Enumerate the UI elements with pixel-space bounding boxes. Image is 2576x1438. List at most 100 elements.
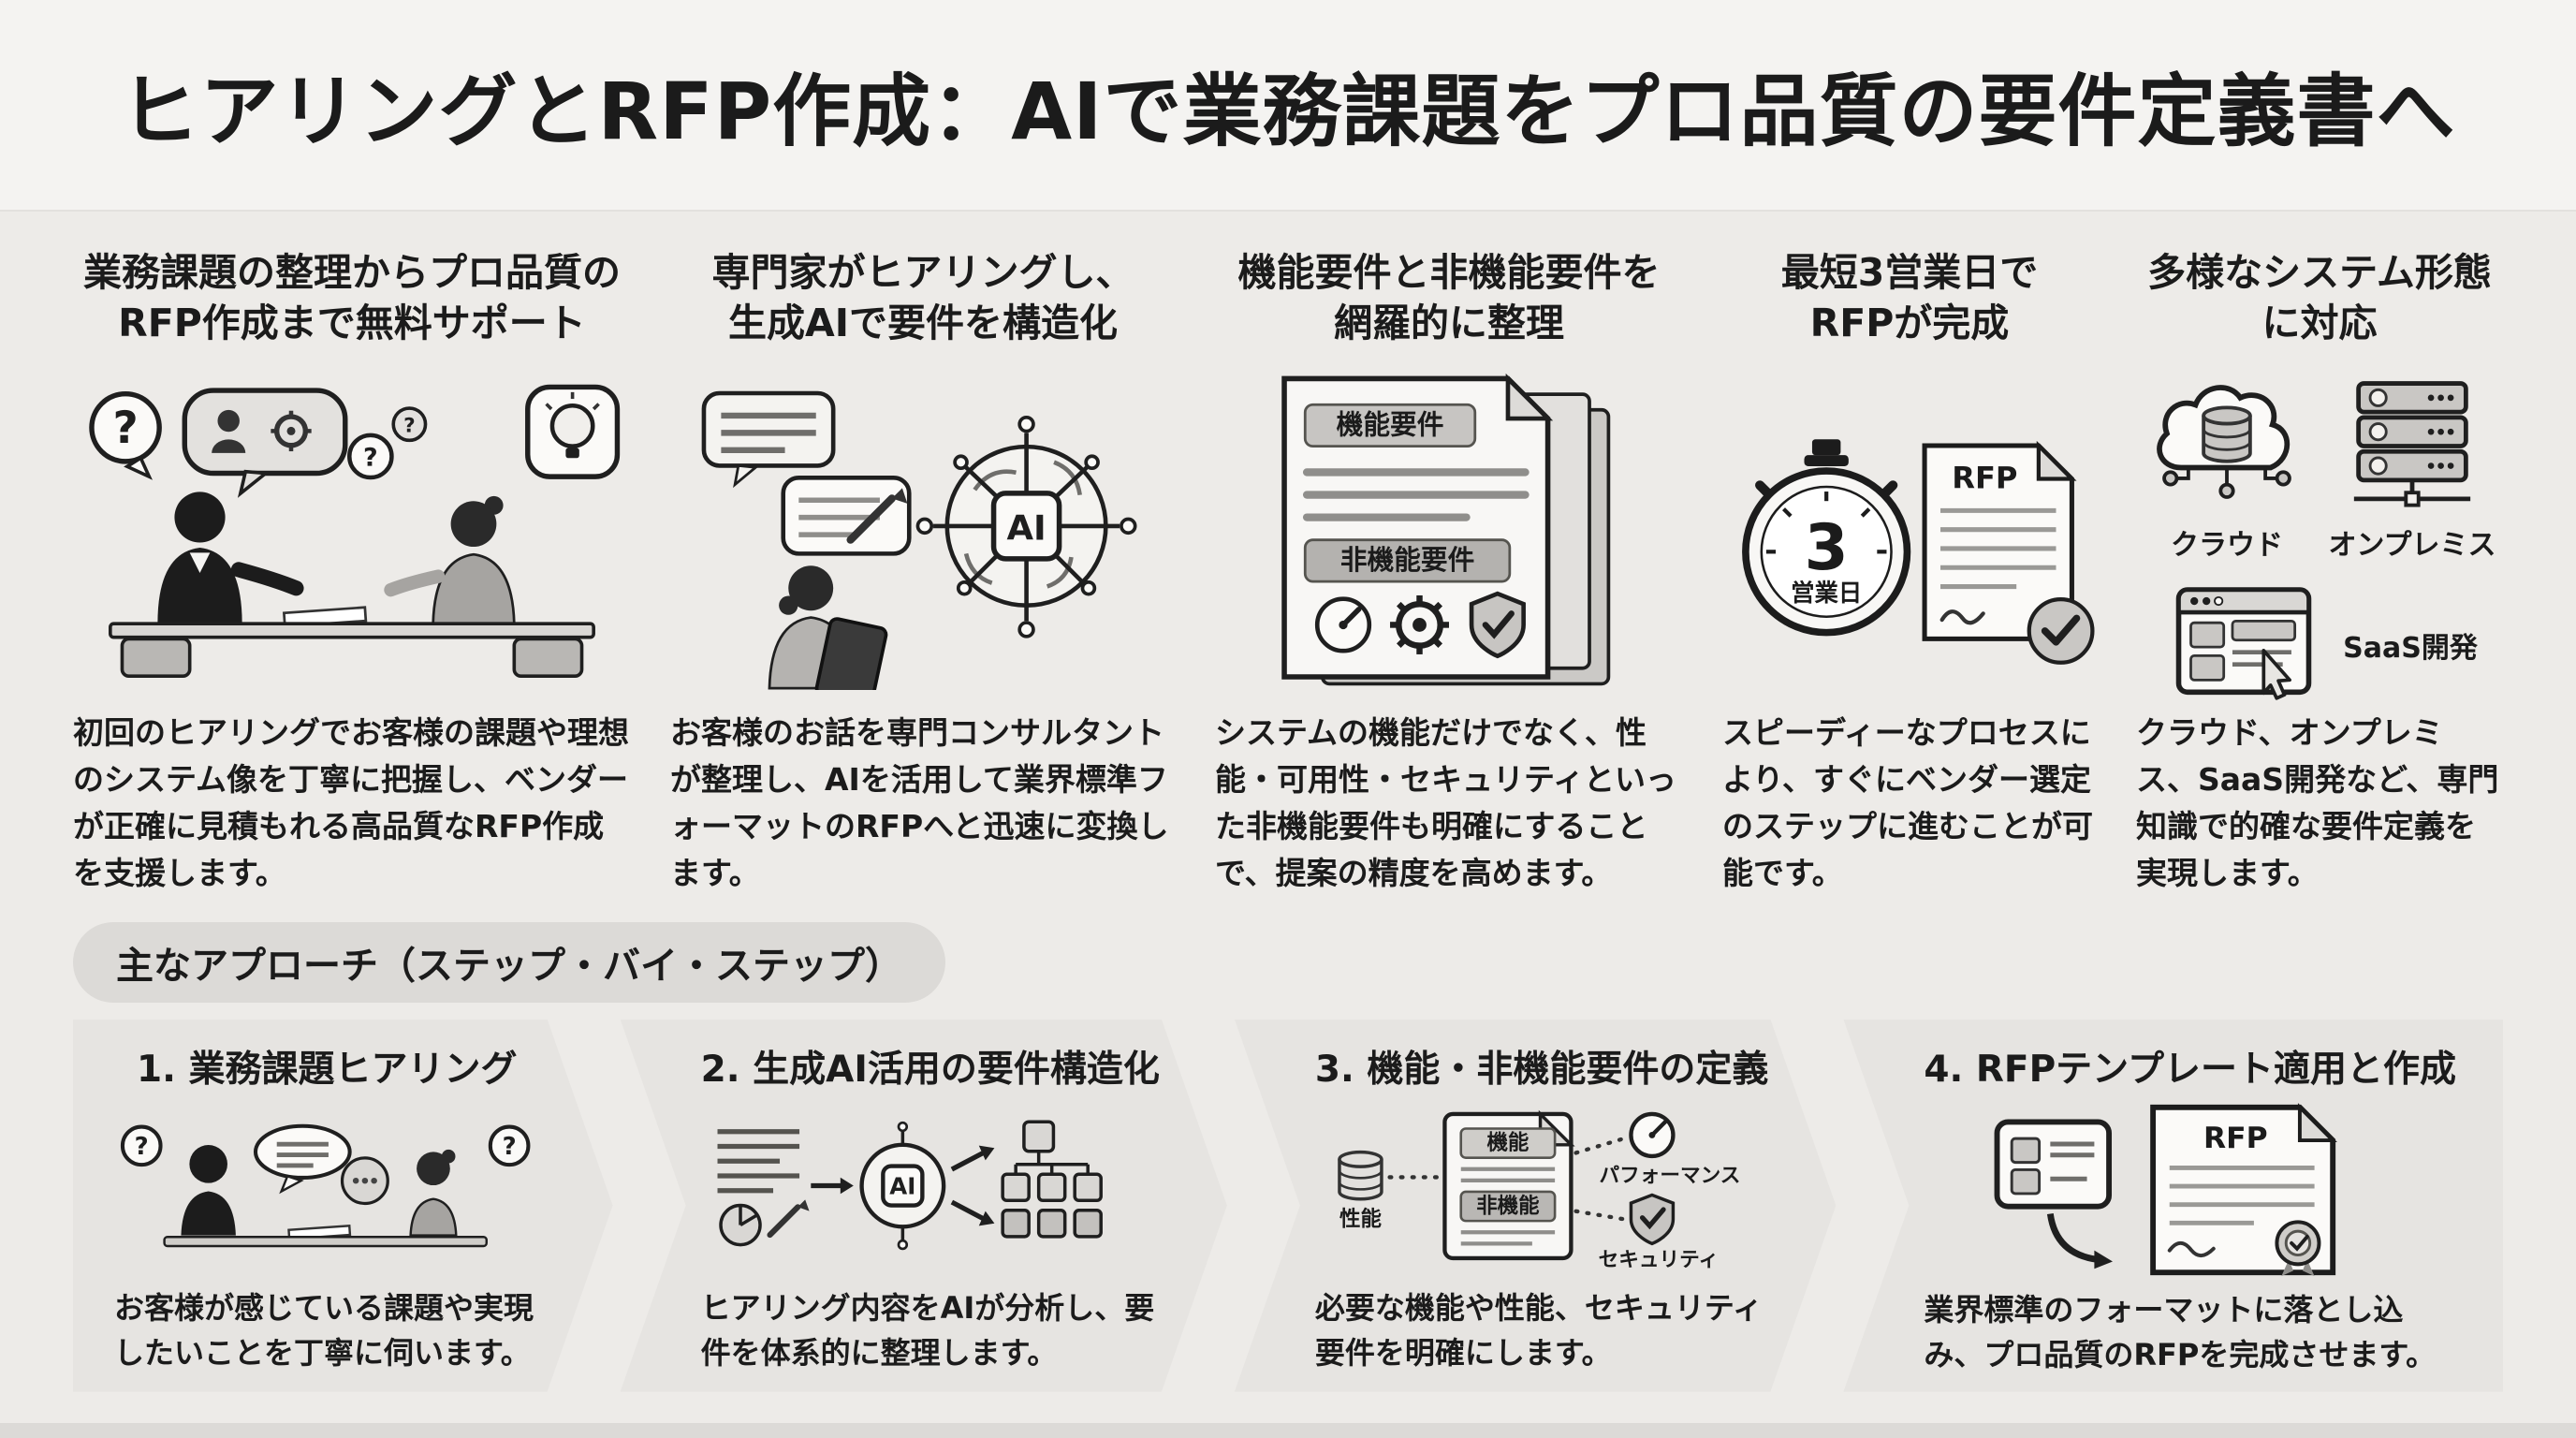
svg-text:?: ? <box>363 443 378 472</box>
feature-requirements-coverage: 機能要件と非機能要件を 網羅的に整理 機能要件 非機能要件 <box>1215 242 1683 898</box>
nonfunctional-label: 非機能要件 <box>1340 544 1474 576</box>
ai-circle-icon: AI <box>861 1123 944 1250</box>
question-bubble-icon: ? <box>89 390 162 480</box>
performance-label: パフォーマンス <box>1599 1165 1740 1188</box>
rfp-template-icon: RFP <box>1994 1102 2338 1276</box>
cursor-icon <box>2261 648 2292 700</box>
stopwatch-unit: 営業日 <box>1791 578 1862 606</box>
svg-text:?: ? <box>135 1132 149 1160</box>
approach-header-pill: 主なアプローチ（ステップ・バイ・ステップ） <box>73 921 945 1003</box>
functional-label: 機能 <box>1486 1130 1529 1155</box>
client-woman <box>384 495 516 625</box>
step-2-panel: 2. 生成AI活用の要件構造化 <box>621 1020 1227 1392</box>
onprem-label: オンプレミス <box>2328 529 2496 562</box>
system-types-illustration: クラウド <box>2136 365 2503 700</box>
ai-chip-label: AI <box>889 1173 915 1200</box>
feature-heading: 最短3営業日で RFPが完成 <box>1780 250 2039 346</box>
rfp-doc-label: RFP <box>1952 460 2017 495</box>
stopwatch-rfp-illustration: 3 営業日 RFP <box>1722 365 2097 695</box>
database-icon <box>1339 1152 1382 1199</box>
feature-heading: 専門家がヒアリングし、 生成AIで要件を構造化 <box>711 250 1134 346</box>
curved-arrow-icon <box>2047 1212 2100 1263</box>
arrow-upright-icon <box>978 1146 994 1161</box>
feature-body: お客様のお話を専門コンサルタントが整理し、AIを活用して業界標準フォーマットのR… <box>670 714 1169 892</box>
shield-icon <box>1631 1196 1673 1244</box>
page-title: ヒアリングとRFP作成：AIで業務課題をプロ品質の要件定義書へ <box>120 65 2456 157</box>
ai-chip-label: AI <box>1006 507 1046 548</box>
feature-heading: 業務課題の整理からプロ品質の RFP作成まで無料サポート <box>83 250 621 346</box>
gauge-icon <box>1631 1114 1673 1156</box>
feature-body: システムの機能だけでなく、性能・可用性・セキュリティといった非機能要件も明確にす… <box>1215 714 1677 892</box>
step-title: 1. 業務課題ヒアリング <box>137 1048 518 1091</box>
functional-label: 機能要件 <box>1337 408 1444 440</box>
feature-body: クラウド、オンプレミス、SaaS開発など、専門知識で的確な要件定義を実現します。 <box>2136 714 2499 892</box>
step-1-panel: 1. 業務課題ヒアリング ? <box>73 1020 613 1392</box>
ribbon-seal-icon <box>2275 1219 2321 1276</box>
hearing-ai-icon: AI <box>701 390 1137 690</box>
rfp-document-icon: RFP <box>1922 440 2095 665</box>
consultant-man <box>157 492 304 624</box>
feature-heading: 機能要件と非機能要件を 網羅的に整理 <box>1237 250 1661 346</box>
pie-chart-icon <box>721 1206 760 1245</box>
gear-icon <box>1390 594 1449 654</box>
feature-heading: 多様なシステム形態 に対応 <box>2147 250 2492 346</box>
ai-brain-icon: AI <box>915 415 1137 638</box>
svg-text:?: ? <box>112 403 138 454</box>
requirements-doc-icon: 機能 非機能 <box>1444 1114 1571 1258</box>
feature-free-support: 業務課題の整理からプロ品質の RFP作成まで無料サポート ? <box>73 242 631 898</box>
small-question-bubbles-icon: ? ? <box>347 406 428 480</box>
requirements-document-icon: 機能要件 非機能要件 <box>1281 373 1611 685</box>
hearing-ai-illustration: AI <box>670 365 1176 695</box>
requirements-doc-illustration: 機能要件 非機能要件 <box>1215 365 1683 695</box>
title-band: ヒアリングとRFP作成：AIで業務課題をプロ品質の要件定義書へ <box>0 0 2576 210</box>
step-4-illustration: RFP <box>1924 1093 2456 1287</box>
browser-window-icon <box>2175 587 2312 700</box>
note-pencil-bubble-icon <box>781 475 912 556</box>
consultation-scene-icon: ? <box>89 384 621 678</box>
lightbulb-bubble-icon <box>525 384 621 479</box>
cloud-unit: クラウド <box>2142 374 2312 563</box>
nonfunctional-label-bar <box>1303 537 1512 583</box>
svg-text:?: ? <box>503 1132 517 1160</box>
ai-analysis-flow-icon: AI <box>701 1110 1160 1266</box>
feature-fast-delivery: 最短3営業日で RFPが完成 3 <box>1722 242 2097 898</box>
stopwatch-rfp-icon: 3 営業日 RFP <box>1742 438 2095 665</box>
saas-label: SaaS開発 <box>2343 631 2478 665</box>
pencil-icon <box>769 1200 809 1236</box>
meeting-table <box>109 606 595 678</box>
feature-body: 初回のヒアリングでお客様の課題や理想のシステム像を丁寧に把握し、ベンダーが正確に… <box>73 714 629 892</box>
stopwatch-icon: 3 営業日 <box>1742 438 1911 636</box>
shield-icon <box>1469 591 1526 658</box>
requirements-definition-icon: 性能 機能 非機能 <box>1315 1108 1769 1269</box>
step-4-panel: 4. RFPテンプレート適用と作成 <box>1843 1019 2503 1392</box>
onprem-unit: オンプレミス <box>2327 374 2497 563</box>
check-badge-icon <box>2027 596 2095 665</box>
cloud-database-icon <box>2157 385 2291 499</box>
db-label: 性能 <box>1339 1206 1382 1231</box>
bottom-edge-strip <box>0 1423 2576 1438</box>
approach-steps: 1. 業務課題ヒアリング ? <box>73 1019 2503 1392</box>
nonfunctional-label: 非機能 <box>1476 1194 1540 1219</box>
feature-body: スピーディーなプロセスにより、すぐにベンダー選定のステップに進むことが可能です。 <box>1722 714 2093 892</box>
consultation-illustration: ? <box>73 365 631 695</box>
step-3-panel: 3. 機能・非機能要件の定義 性能 <box>1235 1020 1837 1392</box>
step-description: ヒアリング内容をAIが分析し、要件を体系的に整理します。 <box>700 1289 1155 1371</box>
step-3-illustration: 性能 機能 非機能 <box>1315 1093 1769 1285</box>
rfp-final-doc-icon: RFP <box>2150 1102 2338 1276</box>
gauge-icon <box>1314 595 1372 653</box>
svg-text:?: ? <box>403 414 416 437</box>
rfp-doc-label: RFP <box>2203 1122 2268 1155</box>
chat-bubble-icon <box>701 390 836 488</box>
server-rack-icon <box>2353 381 2471 507</box>
system-icons-row: クラウド <box>2142 374 2497 563</box>
step-title: 2. 生成AI活用の要件構造化 <box>700 1048 1160 1091</box>
arrow-right-icon <box>840 1178 853 1195</box>
arrow-downright-icon <box>978 1211 994 1226</box>
cloud-label: クラウド <box>2171 529 2283 562</box>
feature-ai-structuring: 専門家がヒアリングし、 生成AIで要件を構造化 <box>670 242 1176 898</box>
security-label: セキュリティ <box>1598 1249 1718 1269</box>
step-description: 必要な機能や性能、セキュリティ要件を明確にします。 <box>1314 1289 1763 1371</box>
mini-consultation-icon: ? ? <box>114 1117 540 1261</box>
consultant-with-tablet <box>768 565 888 690</box>
